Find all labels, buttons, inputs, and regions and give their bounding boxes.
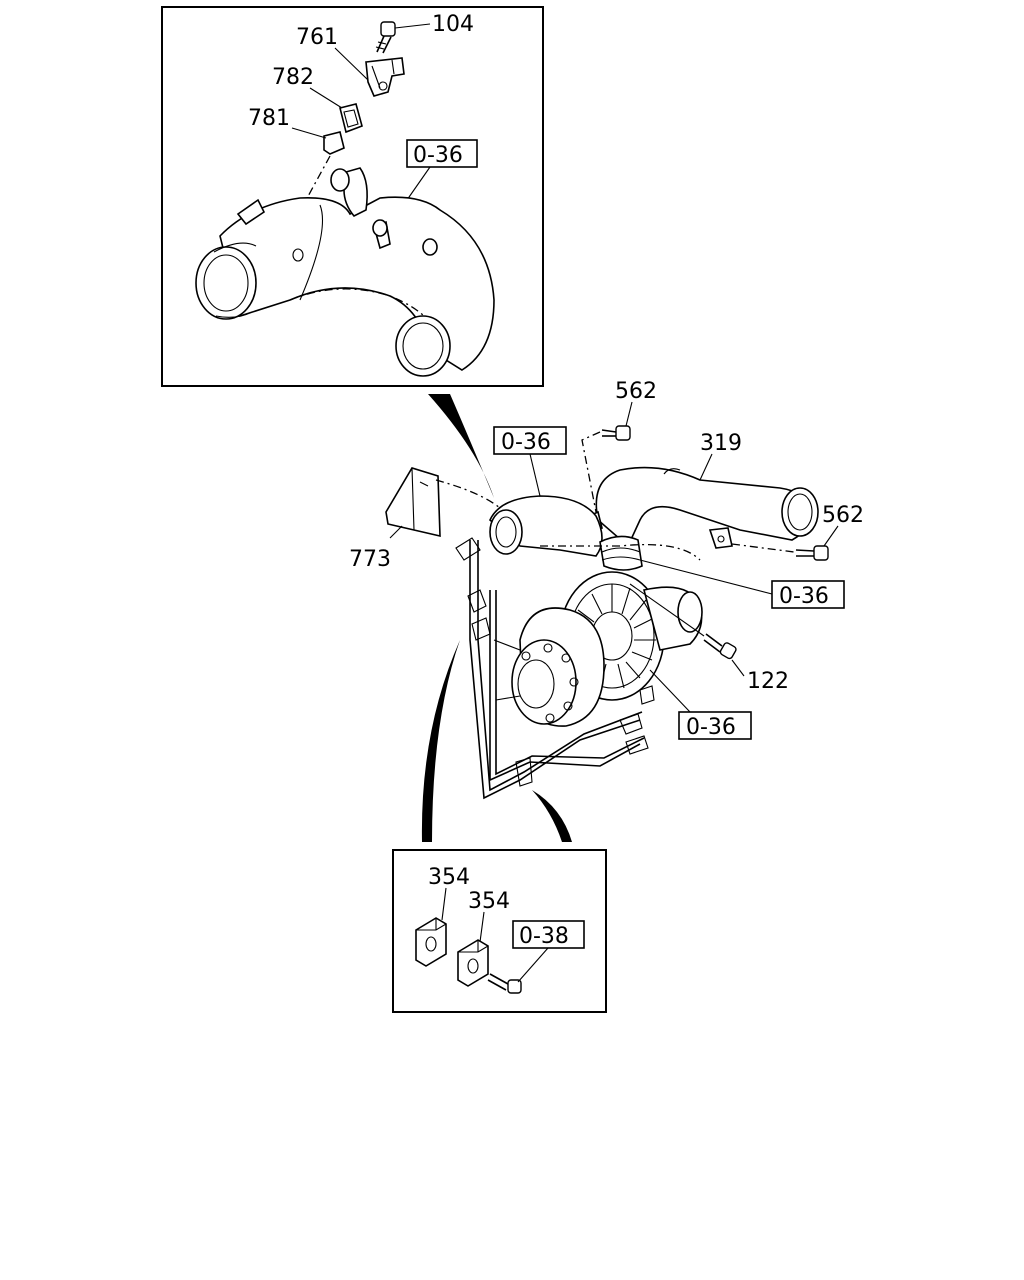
leader-ref-upper-pipe <box>529 453 541 497</box>
leader-319 <box>699 453 713 481</box>
top-inset-frame <box>161 6 544 387</box>
clamp-354-right <box>457 939 489 987</box>
main-assembly: 773 319 562 562 <box>349 379 864 800</box>
label-319: 319 <box>700 431 742 456</box>
leader-122 <box>731 659 745 677</box>
clamp-354-left <box>415 917 447 967</box>
coupling-hose <box>599 535 643 571</box>
intake-pipe-inset <box>195 167 495 377</box>
label-354-left: 354 <box>428 865 470 890</box>
label-773: 773 <box>349 547 391 572</box>
pipe-harness <box>455 537 701 800</box>
bracket-761 <box>365 57 405 97</box>
label-122: 122 <box>747 669 789 694</box>
ref-box-compressor <box>771 580 845 609</box>
label-104: 104 <box>432 12 474 37</box>
ref-box-lower <box>678 711 752 740</box>
leader-354-right <box>479 911 485 943</box>
pointer-bottom-left <box>421 640 460 842</box>
bolt-bottom-inset <box>487 973 522 994</box>
leader-ref-lower <box>649 669 691 713</box>
leader-562-right <box>823 525 839 547</box>
bolt-104 <box>375 21 396 54</box>
label-761: 761 <box>296 25 338 50</box>
label-781: 781 <box>248 106 290 131</box>
ref-label-top-inset: 0-36 <box>413 143 463 168</box>
bolt-562-top <box>601 425 631 441</box>
turbine-section <box>493 607 605 727</box>
leader-104 <box>394 23 431 29</box>
inset-left-outlet <box>195 246 257 320</box>
bottom-inset: 354 354 0-38 <box>392 849 607 1013</box>
leader-562-top <box>625 401 633 427</box>
label-562-top: 562 <box>615 379 657 404</box>
sensor-782 <box>339 103 363 134</box>
pointer-bottom-right <box>532 790 572 842</box>
ref-box-top-inset <box>406 139 478 168</box>
top-inset: 104 761 782 781 0-36 <box>161 6 544 387</box>
pipe-319 <box>578 466 819 549</box>
label-562-right: 562 <box>822 503 864 528</box>
ref-label-compressor: 0-36 <box>779 584 829 609</box>
leader-ref-compressor <box>639 559 773 595</box>
bottom-inset-frame <box>392 849 607 1013</box>
ref-box-bottom-inset <box>512 920 585 949</box>
leader-354-left <box>441 887 447 921</box>
clip-781 <box>323 131 345 155</box>
label-782: 782 <box>272 65 314 90</box>
ref-label-upper-pipe: 0-36 <box>501 430 551 455</box>
ref-label-bottom-inset: 0-38 <box>519 924 569 949</box>
label-354-right: 354 <box>468 889 510 914</box>
ref-label-lower: 0-36 <box>686 715 736 740</box>
bolt-562-right <box>795 545 829 561</box>
leader-782 <box>309 87 343 109</box>
leader-761 <box>334 47 369 81</box>
leader-ref-bottom-inset <box>517 947 549 983</box>
inset-lower-outlet <box>395 315 451 377</box>
leader-781 <box>291 127 327 139</box>
bolt-122 <box>703 633 737 660</box>
leader-773 <box>389 525 403 539</box>
